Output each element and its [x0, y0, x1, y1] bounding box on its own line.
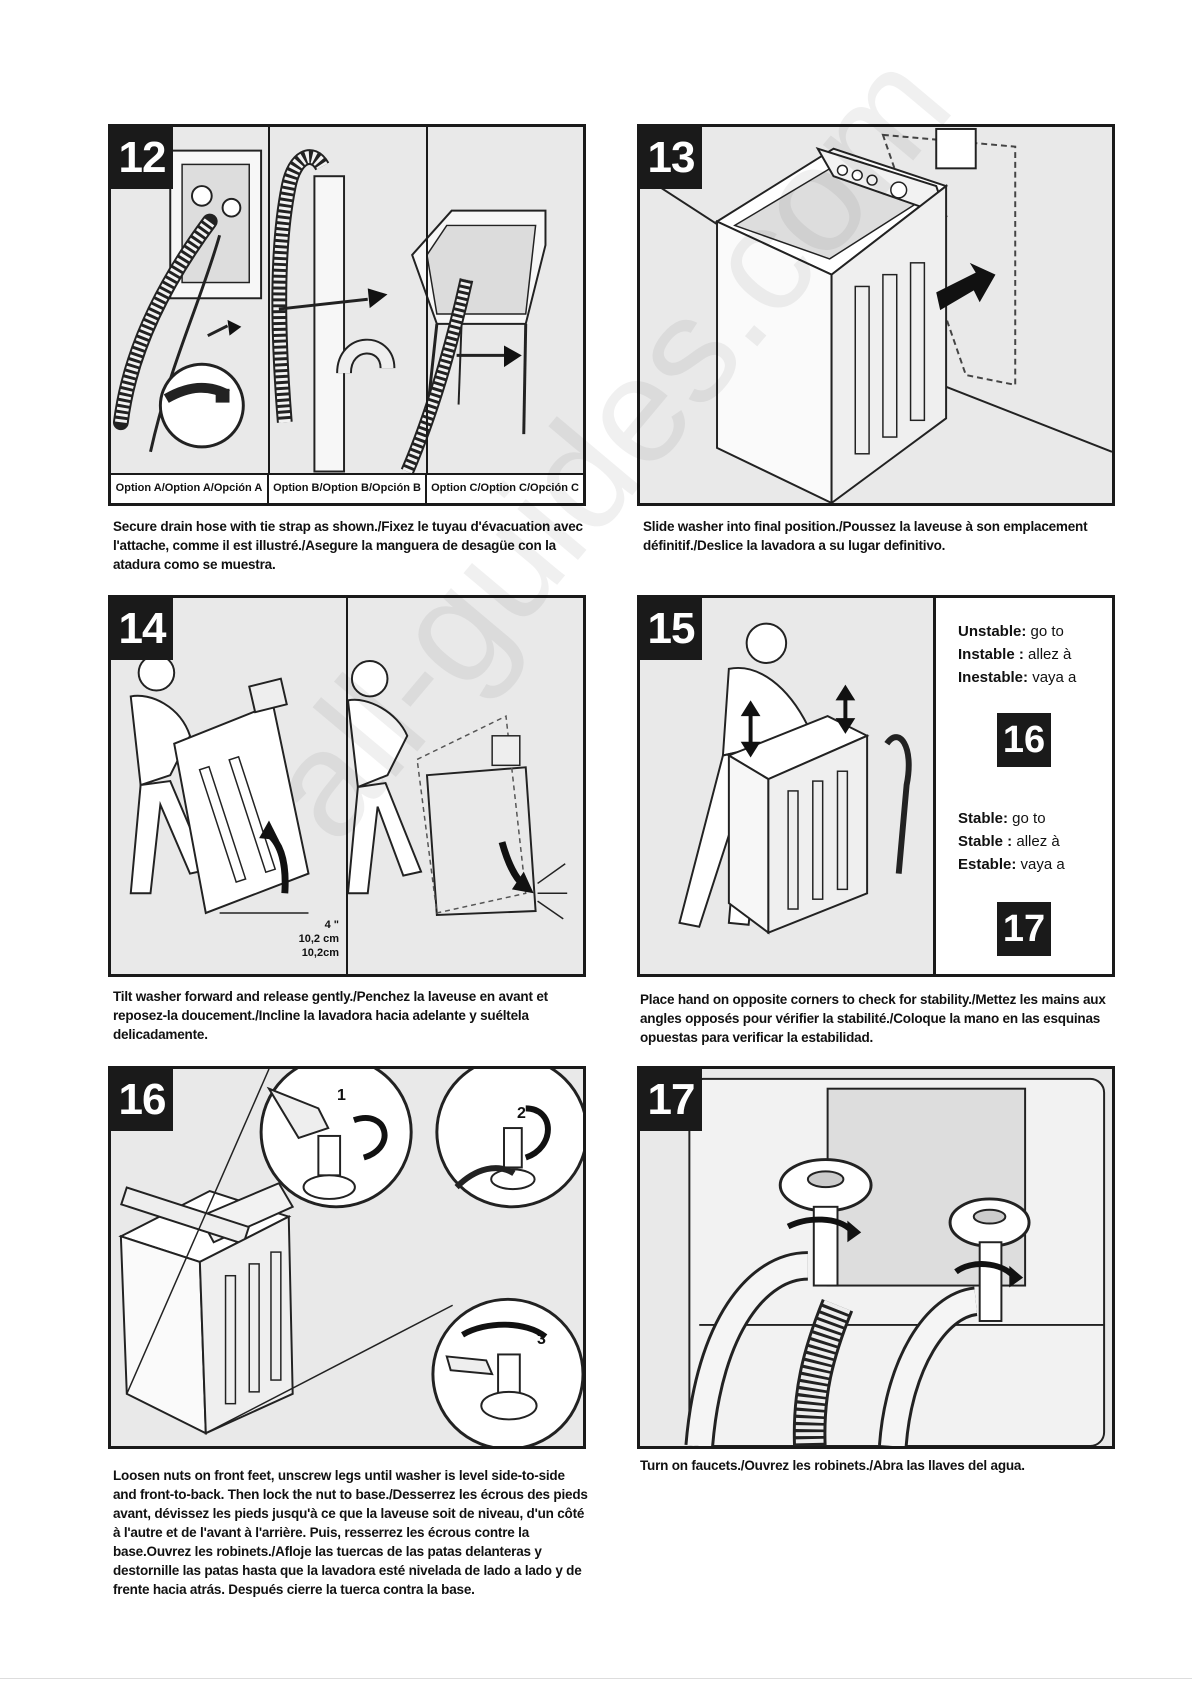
stable-fr-text: allez à	[1012, 833, 1060, 850]
measure-cm-1: 10,2 cm	[298, 933, 339, 945]
stable-fr-line: Stable : allez à	[936, 830, 1112, 853]
unstable-fr-text: allez à	[1023, 646, 1072, 663]
tilt-measurement: 4 " 10,2 cm 10,2cm	[279, 918, 339, 960]
stability-check-illustration	[678, 622, 912, 935]
unstable-fr-line: Instable : allez à	[936, 643, 1112, 666]
unstable-en-line: Unstable: go to	[936, 620, 1112, 643]
tilt-washer-illustration	[129, 654, 568, 920]
stable-es-label: Estable:	[958, 856, 1017, 873]
step-13-number: 13	[640, 127, 702, 189]
unstable-es-text: vaya a	[1028, 669, 1077, 686]
stable-step-ref: 17	[997, 902, 1051, 956]
callout-2-label: 2	[517, 1105, 526, 1122]
option-b-label: Option B/Option B/Opción B	[269, 475, 427, 503]
option-c-label: Option C/Option C/Opción C	[431, 482, 579, 494]
washer-slide-illustration	[640, 127, 1112, 503]
callout-3-label: 3	[537, 1331, 546, 1348]
unstable-es-label: Inestable:	[958, 669, 1029, 686]
stable-en-line: Stable: go to	[936, 807, 1112, 830]
step-12-number: 12	[111, 127, 173, 189]
option-a-label: Option A/Option A/Opción A	[111, 475, 269, 503]
step-12-caption: Secure drain hose with tie strap as show…	[113, 519, 583, 572]
stable-en-text: go to	[1008, 810, 1046, 827]
stability-decision-box: Unstable: go to Instable : allez à Inest…	[933, 598, 1112, 974]
unstable-fr-label: Instable :	[958, 646, 1024, 663]
measure-inches: 4 "	[324, 919, 339, 931]
step-13-panel: 13	[637, 124, 1115, 506]
step-13-caption: Slide washer into final position./Pousse…	[643, 519, 1088, 553]
step-14-caption: Tilt washer forward and release gently./…	[113, 989, 548, 1042]
step-15-caption: Place hand on opposite corners to check …	[640, 992, 1106, 1045]
step-15-panel: 15 Unstable: go to Instable : allez à In…	[637, 595, 1115, 977]
step-16-caption: Loosen nuts on front feet, unscrew legs …	[113, 1468, 588, 1597]
unstable-en-label: Unstable:	[958, 623, 1027, 640]
step-16-panel: 16 1 2 3	[108, 1066, 586, 1449]
measure-cm-2: 10,2cm	[301, 947, 339, 959]
step-14-divider	[346, 598, 348, 974]
step-17-panel: 17	[637, 1066, 1115, 1449]
unstable-en-text: go to	[1026, 623, 1064, 640]
step-14-panel: 14 4 " 10,2 cm 10,2cm	[108, 595, 586, 977]
step-15-number: 15	[640, 598, 702, 660]
option-divider-a	[268, 127, 270, 503]
step-14-number: 14	[111, 598, 173, 660]
step-17-number: 17	[640, 1069, 702, 1131]
page-bottom-edge	[0, 1678, 1192, 1685]
drain-hose-illustration	[112, 149, 547, 475]
stable-en-label: Stable:	[958, 810, 1009, 827]
step-12-panel: 12 Option A/Option A/Opció	[108, 124, 586, 506]
unstable-es-line: Inestable: vaya a	[936, 666, 1112, 689]
faucet-illustration	[684, 1077, 1106, 1446]
stable-es-line: Estable: vaya a	[936, 853, 1112, 876]
stable-es-text: vaya a	[1016, 856, 1065, 873]
step-17-caption: Turn on faucets./Ouvrez les robinets./Ab…	[640, 1458, 1025, 1473]
option-divider-b	[426, 127, 428, 503]
unstable-step-ref: 16	[997, 713, 1051, 767]
option-labels: Option A/Option A/Opción A Option B/Opti…	[111, 473, 583, 503]
callout-1-label: 1	[337, 1087, 346, 1104]
leveling-feet-illustration	[118, 1069, 583, 1446]
step-16-number: 16	[111, 1069, 173, 1131]
stable-fr-label: Stable :	[958, 833, 1013, 850]
